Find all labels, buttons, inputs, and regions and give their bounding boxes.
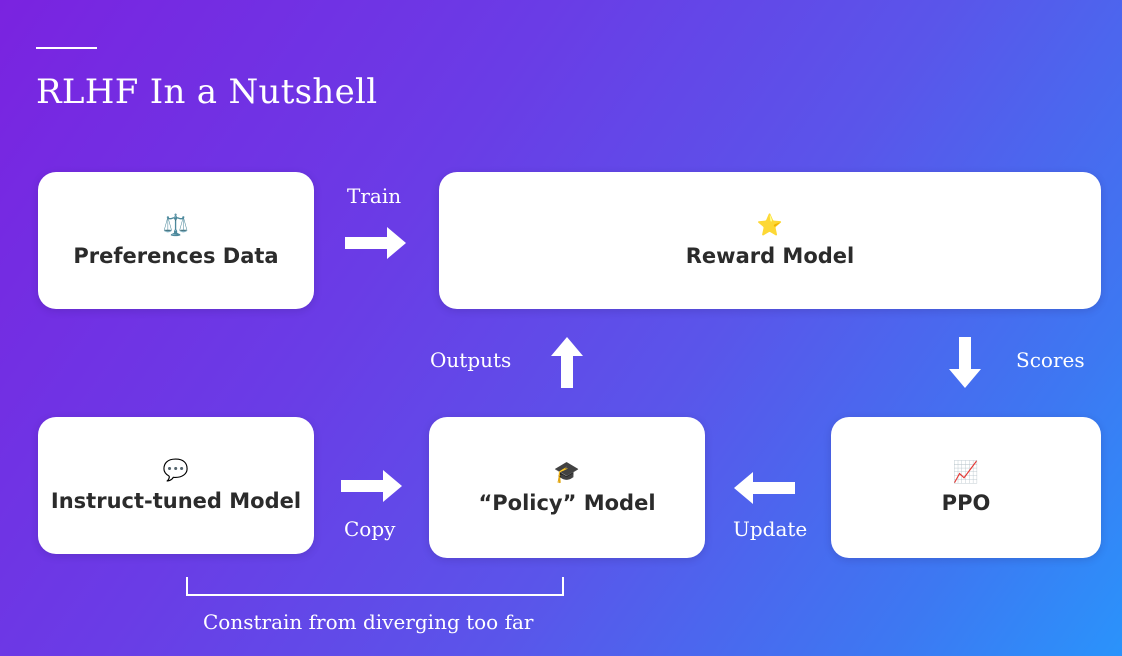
constrain-label: Constrain from diverging too far xyxy=(203,610,534,634)
title-accent-line xyxy=(36,47,97,49)
outputs-label: Outputs xyxy=(430,348,512,372)
slide-title: RLHF In a Nutshell xyxy=(36,72,378,112)
update-arrow-left-icon xyxy=(734,472,795,504)
star-icon: ⭐ xyxy=(756,213,784,237)
policy-model-box: 🎓 “Policy” Model xyxy=(429,417,705,558)
policy-model-label: “Policy” Model xyxy=(478,490,656,515)
update-label: Update xyxy=(733,517,808,541)
instruct-tuned-model-box: 💬 Instruct-tuned Model xyxy=(38,417,314,554)
preferences-data-label: Preferences Data xyxy=(73,243,279,268)
ppo-label: PPO xyxy=(941,490,991,515)
reward-model-box: ⭐ Reward Model xyxy=(439,172,1101,309)
reward-model-label: Reward Model xyxy=(685,243,855,268)
speech-bubble-icon: 💬 xyxy=(162,458,190,482)
copy-arrow-right-icon xyxy=(341,470,402,502)
balance-scale-icon: ⚖️ xyxy=(162,213,190,237)
preferences-data-box: ⚖️ Preferences Data xyxy=(38,172,314,309)
chart-increasing-icon: 📈 xyxy=(952,460,980,484)
graduation-cap-icon: 🎓 xyxy=(553,460,581,484)
copy-label: Copy xyxy=(344,517,396,541)
scores-arrow-down-icon xyxy=(949,337,981,388)
scores-label: Scores xyxy=(1016,348,1085,372)
train-arrow-right-icon xyxy=(345,227,406,259)
instruct-tuned-model-label: Instruct-tuned Model xyxy=(50,488,302,513)
train-label: Train xyxy=(347,184,402,208)
constraint-bracket xyxy=(186,577,564,596)
ppo-box: 📈 PPO xyxy=(831,417,1101,558)
outputs-arrow-up-icon xyxy=(551,337,583,388)
